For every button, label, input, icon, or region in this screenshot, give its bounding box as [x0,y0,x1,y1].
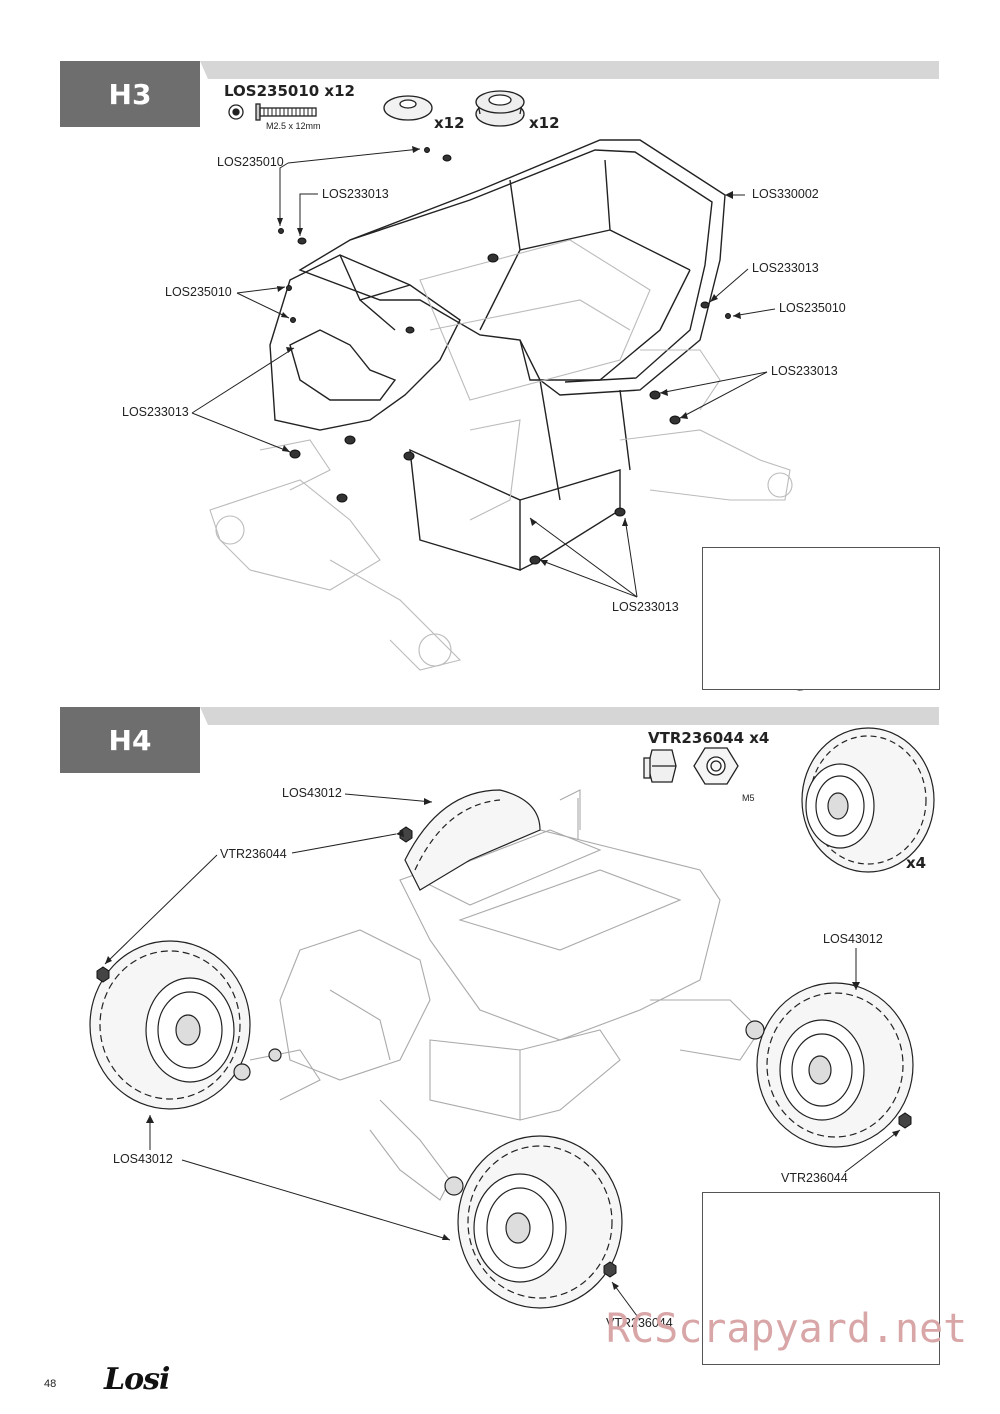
screw-icon [228,103,317,121]
h3-chassis-drawing [269,139,726,571]
step-h3-header-bar [200,61,939,79]
h3-leader-lines [191,148,776,598]
h3-screw-spec: M2.5 x 12mm [266,121,321,131]
washer-icon [383,95,433,121]
h4-nut-spec: M5 [742,793,755,803]
step-h4-tab: H4 [60,707,200,773]
h3-callout-top-washer: LOS233013 [322,187,389,201]
flange-nut-icon [643,749,677,783]
h4-part-header: VTR236044 x4 [648,729,770,747]
h3-callout-left-screw: LOS235010 [165,285,232,299]
step-h3-tab: H3 [60,61,200,127]
step-h3-label: H3 [108,77,152,111]
wheel-rear-right [457,1135,623,1309]
h3-qty-grommet: x12 [529,114,560,132]
h3-inset-frame [702,547,940,690]
hex-nut-icon [693,747,739,785]
h3-callout-right-mid-washer: LOS233013 [771,364,838,378]
wheel-front-left [89,940,251,1110]
h4-inset-frame [702,1192,940,1365]
h4-callout-right-wheel: LOS43012 [823,932,883,946]
watermark: RCScrapyard.net [606,1306,968,1352]
page-number: 48 [44,1378,57,1390]
step-h4-label: H4 [108,723,152,757]
h4-arrowheads [105,798,900,1290]
h4-callout-right-nut: VTR236044 [781,1171,848,1185]
h3-callout-right-washer: LOS233013 [752,261,819,275]
h4-callout-left-wheel: LOS43012 [113,1152,173,1166]
h4-callout-top-wheel: LOS43012 [282,786,342,800]
h4-callout-bottom-nut: VTR236044 [606,1316,673,1330]
h3-hardware [278,147,731,565]
step-h4-header-bar [200,707,939,725]
brand-logo: Losi [104,1362,170,1397]
h4-callout-top-nut: VTR236044 [220,847,287,861]
h4-vehicle-drawing [249,789,761,1201]
h3-callout-top-screw: LOS235010 [217,155,284,169]
wheel-rear-left-top [404,789,541,891]
h4-hubs [233,1020,765,1196]
h3-chassis-ghost [209,239,793,671]
h3-qty-washer: x12 [434,114,465,132]
h3-callout-bottom-washer: LOS233013 [612,600,679,614]
grommet-icon [475,90,525,127]
h3-callout-right-screw: LOS235010 [779,301,846,315]
h3-callout-left-washer: LOS233013 [122,405,189,419]
wheel-front-right [756,982,914,1148]
h4-wheel-qty: x4 [906,854,927,872]
h3-callout-cage: LOS330002 [752,187,819,201]
h3-arrowheads [277,146,741,566]
h3-part-header: LOS235010 x12 [224,82,355,100]
spare-wheel-icon [801,727,935,873]
